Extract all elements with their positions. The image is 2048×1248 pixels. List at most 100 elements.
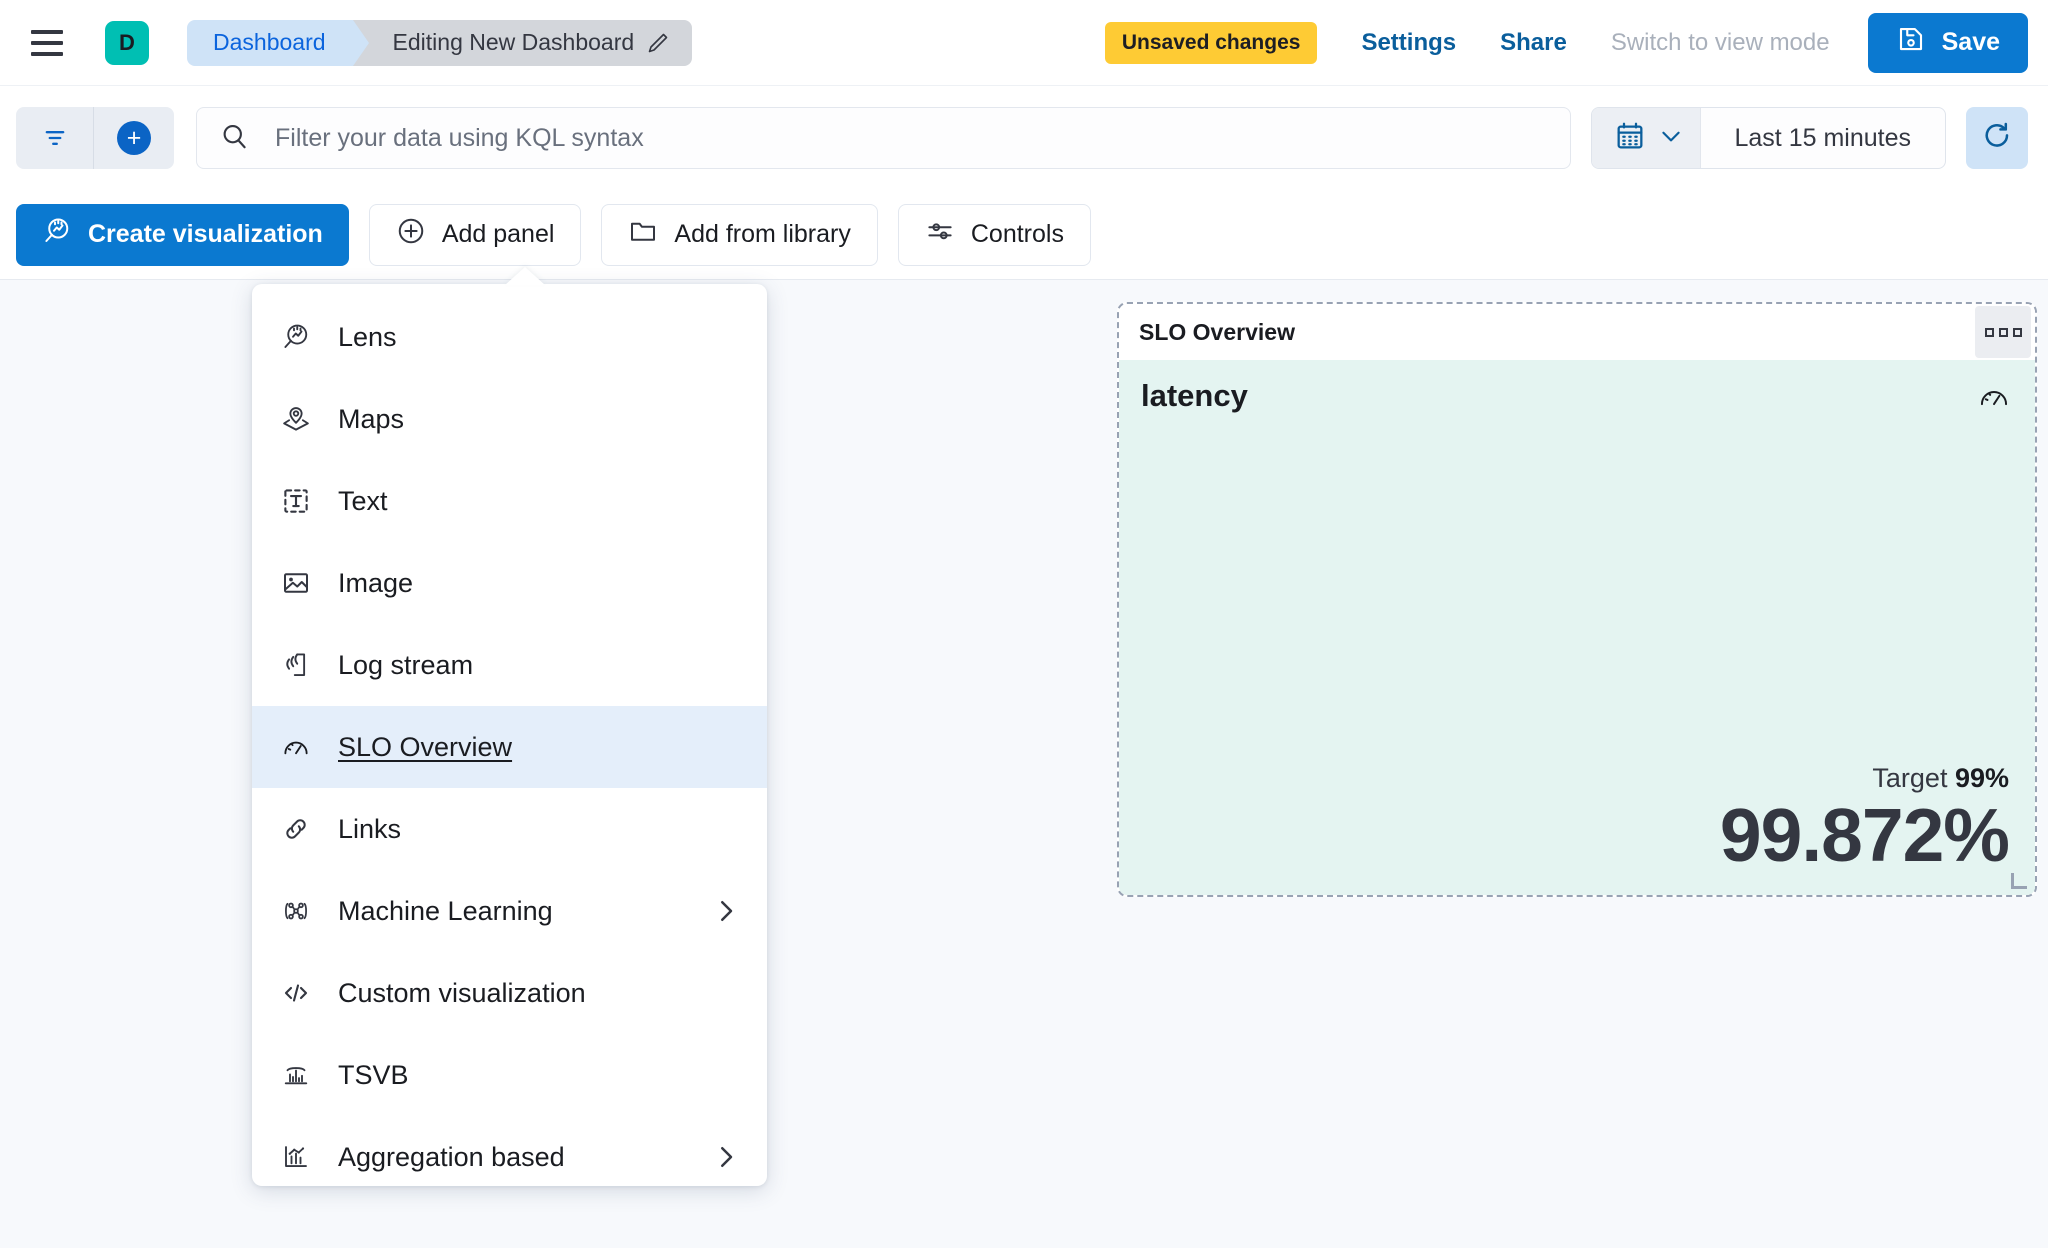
slo-target-value: 99% <box>1954 762 2009 793</box>
menu-item-label: Custom visualization <box>338 977 586 1008</box>
calendar-icon <box>1614 120 1646 157</box>
hamburger-bar <box>31 40 63 45</box>
slo-current-value: 99.872% <box>1719 793 2010 877</box>
date-range-value[interactable]: Last 15 minutes <box>1734 123 1912 152</box>
tsvb-chart-icon <box>280 1060 312 1090</box>
hamburger-menu-icon[interactable] <box>26 22 68 64</box>
chevron-right-icon <box>711 1142 741 1172</box>
add-panel-label: Add panel <box>441 220 555 248</box>
menu-item-image[interactable]: Image <box>252 542 767 624</box>
add-panel-menu: Lens Maps Text <box>252 284 767 1186</box>
breadcrumb-parent-label: Dashboard <box>213 29 326 55</box>
slo-name: latency <box>1141 378 1248 413</box>
breadcrumb: Dashboard Editing New Dashboard <box>187 19 693 66</box>
date-picker-calendar-button[interactable] <box>1591 108 1701 168</box>
log-stream-icon <box>280 650 312 680</box>
slo-target-prefix: Target <box>1872 762 1955 793</box>
panel-context-menu-button[interactable] <box>1975 306 2031 358</box>
panel-title: SLO Overview <box>1139 318 1295 345</box>
dashboard-toolbar: Create visualization Add panel Add from … <box>0 190 2048 280</box>
filter-group: + <box>16 107 174 169</box>
slo-overview-panel[interactable]: SLO Overview latency Target 99% <box>1117 302 2037 897</box>
search-field-wrapper[interactable] <box>196 107 1571 169</box>
share-link[interactable]: Share <box>1500 28 1567 56</box>
menu-item-label: Machine Learning <box>338 895 553 926</box>
controls-button[interactable]: Controls <box>897 203 1091 266</box>
add-from-library-label: Add from library <box>674 220 851 248</box>
query-bar: + <box>0 86 2048 190</box>
menu-item-label: Log stream <box>338 649 474 680</box>
menu-item-custom-visualization[interactable]: Custom visualization <box>252 952 767 1034</box>
search-icon <box>219 121 249 156</box>
save-button[interactable]: Save <box>1867 12 2028 73</box>
menu-item-text[interactable]: Text <box>252 460 767 542</box>
controls-label: Controls <box>970 220 1064 248</box>
menu-item-label: SLO Overview <box>338 731 513 762</box>
refresh-button[interactable] <box>1966 107 2028 169</box>
image-icon <box>280 568 312 598</box>
floppy-disk-save-icon <box>1896 24 1926 61</box>
menu-pointer-arrow <box>505 267 545 285</box>
add-filter-button[interactable]: + <box>94 107 174 169</box>
menu-item-label: TSVB <box>338 1059 409 1090</box>
breadcrumb-item-dashboard[interactable]: Dashboard <box>187 19 369 66</box>
app-header: D Dashboard Editing New Dashboard Unsave… <box>0 0 2048 86</box>
chevron-right-icon <box>711 896 741 926</box>
switch-to-view-mode-link[interactable]: Switch to view mode <box>1610 28 1830 56</box>
lens-icon <box>42 216 72 253</box>
menu-item-maps[interactable]: Maps <box>252 378 767 460</box>
menu-item-label: Aggregation based <box>338 1141 565 1172</box>
menu-item-log-stream[interactable]: Log stream <box>252 624 767 706</box>
avatar-letter: D <box>119 29 135 55</box>
menu-item-label: Text <box>338 485 388 516</box>
text-box-icon <box>280 486 312 516</box>
gauge-icon <box>1977 380 2011 419</box>
map-pin-layers-icon <box>280 404 312 434</box>
menu-item-slo-overview[interactable]: SLO Overview <box>252 706 767 788</box>
aggregation-icon <box>280 1142 312 1172</box>
menu-item-lens[interactable]: Lens <box>252 296 767 378</box>
plus-circle-icon: + <box>117 121 151 155</box>
machine-learning-icon <box>280 896 312 926</box>
menu-item-tsvb[interactable]: TSVB <box>252 1034 767 1116</box>
folder-icon <box>628 216 658 253</box>
save-button-label: Save <box>1941 28 2000 56</box>
refresh-icon <box>1981 120 2013 157</box>
sliders-icon <box>925 216 955 253</box>
create-visualization-label: Create visualization <box>88 220 323 248</box>
search-input[interactable] <box>275 123 1548 153</box>
add-from-library-button[interactable]: Add from library <box>601 203 878 266</box>
slo-target: Target 99% <box>1141 762 2009 794</box>
slo-metrics: Target 99% 99.872% <box>1141 762 2010 877</box>
link-icon <box>280 814 312 844</box>
code-icon <box>280 978 312 1008</box>
menu-item-label: Image <box>338 567 414 598</box>
grid-dots-icon <box>2012 327 2022 337</box>
breadcrumb-current-label: Editing New Dashboard <box>392 29 635 55</box>
plus-circle-icon <box>396 216 426 253</box>
menu-item-label: Maps <box>338 403 405 434</box>
settings-link[interactable]: Settings <box>1361 28 1457 56</box>
create-visualization-button[interactable]: Create visualization <box>16 203 349 266</box>
hamburger-bar <box>31 51 63 56</box>
breadcrumb-item-current[interactable]: Editing New Dashboard <box>352 19 693 66</box>
hamburger-bar <box>31 29 63 34</box>
menu-item-label: Links <box>338 813 402 844</box>
lens-icon <box>280 322 312 352</box>
menu-item-links[interactable]: Links <box>252 788 767 870</box>
pencil-icon[interactable] <box>646 31 670 55</box>
menu-item-aggregation-based[interactable]: Aggregation based <box>252 1116 767 1186</box>
slo-panel-body: latency Target 99% 99.872% <box>1119 360 2035 895</box>
grid-dots-icon <box>1998 327 2008 337</box>
avatar[interactable]: D <box>105 20 149 65</box>
menu-item-label: Lens <box>338 321 397 352</box>
resize-handle-icon[interactable] <box>2011 873 2027 889</box>
status-badge-unsaved-changes[interactable]: Unsaved changes <box>1104 21 1318 64</box>
filter-icon[interactable] <box>16 107 94 169</box>
menu-item-machine-learning[interactable]: Machine Learning <box>252 870 767 952</box>
add-panel-button[interactable]: Add panel <box>368 203 582 266</box>
gauge-icon <box>280 732 312 762</box>
panel-header: SLO Overview <box>1119 304 2035 360</box>
date-range-picker: Last 15 minutes <box>1590 107 1946 169</box>
grid-dots-icon <box>1984 327 1994 337</box>
